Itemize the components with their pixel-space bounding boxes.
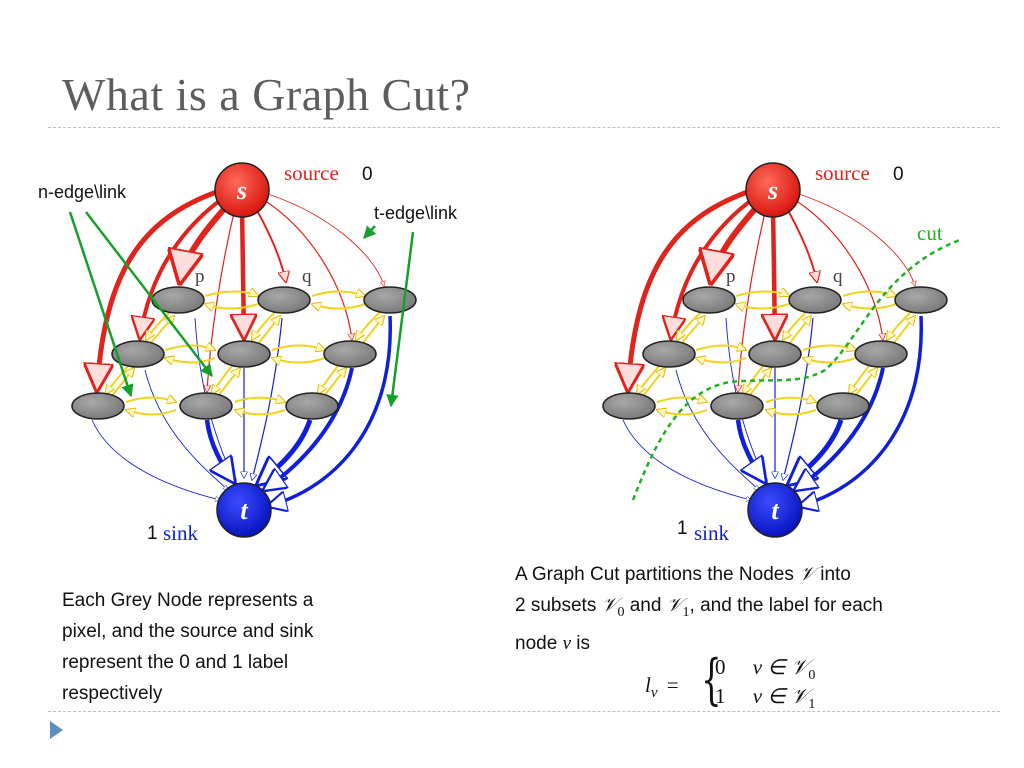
sink-node-label: t	[240, 496, 248, 525]
left-description-line: respectively	[62, 683, 163, 704]
subset-1-symbol: 𝒱	[666, 595, 683, 616]
cut-line	[631, 238, 961, 501]
next-slide-arrow-icon[interactable]	[50, 721, 63, 739]
sink-value-right: 1	[677, 518, 688, 539]
sink-word: sink	[163, 521, 199, 545]
left-description-line: Each Grey Node represents a	[62, 590, 314, 611]
source-word: source	[284, 161, 339, 185]
slide-title: What is a Graph Cut?	[62, 69, 471, 120]
source-node-label: s	[767, 176, 778, 205]
sink-value-left: 1	[147, 523, 158, 544]
cut-label: cut	[917, 221, 943, 245]
right-description-line: 2 subsets 𝒱0 and 𝒱1, and the label for e…	[515, 595, 883, 620]
left-description-line: represent the 0 and 1 label	[62, 652, 289, 673]
t-edge-label: t-edge\link	[374, 203, 458, 223]
right-graph	[603, 163, 947, 537]
node-label-q: q	[833, 266, 843, 287]
sink-word: sink	[694, 521, 730, 545]
left-graph	[72, 163, 416, 537]
right-description: A Graph Cut partitions the Nodes 𝒱 into …	[515, 559, 995, 659]
node-symbol: v	[562, 632, 571, 654]
left-description: Each Grey Node represents a pixel, and t…	[62, 585, 392, 709]
brace-symbol: {	[701, 648, 722, 711]
top-divider	[48, 127, 1000, 128]
sink-node-label: t	[771, 496, 779, 525]
source-value-right: 0	[893, 164, 904, 185]
source-node-label: s	[236, 176, 247, 205]
node-label-p: p	[726, 266, 736, 287]
bottom-divider	[48, 711, 1000, 712]
node-label-p: p	[195, 266, 205, 287]
node-set-symbol: 𝒱	[799, 564, 815, 585]
subset-0-symbol: 𝒱	[601, 595, 618, 616]
left-description-line: pixel, and the source and sink	[62, 621, 314, 642]
source-value-left: 0	[362, 164, 373, 185]
right-description-line: A Graph Cut partitions the Nodes 𝒱 into	[515, 564, 851, 585]
n-edge-label: n-edge\link	[38, 182, 127, 202]
node-label-q: q	[302, 266, 312, 287]
source-word: source	[815, 161, 870, 185]
right-description-line: node v is	[515, 632, 591, 654]
annotation-arrows	[68, 211, 415, 408]
